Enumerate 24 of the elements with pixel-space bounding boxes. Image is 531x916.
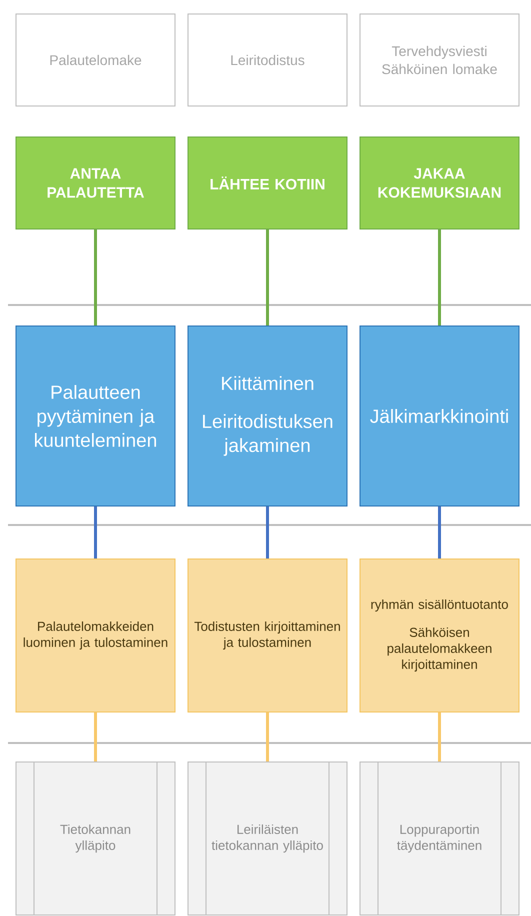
activity-box: Palautteen pyytäminen ja kuunteleminen — [16, 326, 176, 506]
phase-box: JAKAA KOKEMUKSIAAN — [360, 136, 520, 230]
connector-line — [94, 506, 97, 558]
phase-box: ANTAA PALAUTETTA — [16, 136, 176, 230]
connector-line — [438, 506, 441, 558]
connector-line — [438, 712, 441, 762]
document-box: Tervehdysviesti Sähköinen lomake — [360, 14, 520, 106]
activity-box: Jälkimarkkinointi — [360, 326, 520, 506]
process-box: Tietokannan ylläpito — [16, 762, 176, 916]
process-box: Leiriläisten tietokannan ylläpito — [188, 762, 348, 916]
document-box: Palautelomake — [16, 14, 176, 106]
task-box: ryhmän sisällöntuotanto Sähköisen palautelomakkeen kirjoittaminen — [360, 558, 520, 712]
phase-box: LÄHTEE KOTIIN — [188, 136, 348, 230]
connector-line — [94, 712, 97, 762]
document-box: Leiritodistus — [188, 14, 348, 106]
activity-box: Kiittäminen Leiritodistuksen jakaminen — [188, 326, 348, 506]
task-box: Todistusten kirjoittaminen ja tulostaminen — [188, 558, 348, 712]
process-box: Loppuraportin täydentäminen — [360, 762, 520, 916]
connector-line — [266, 506, 269, 558]
connector-line — [266, 712, 269, 762]
connector-line — [94, 230, 97, 326]
connector-line — [438, 230, 441, 326]
task-box: Palautelomakkeiden luominen ja tulostaminen — [16, 558, 176, 712]
connector-line — [266, 230, 269, 326]
